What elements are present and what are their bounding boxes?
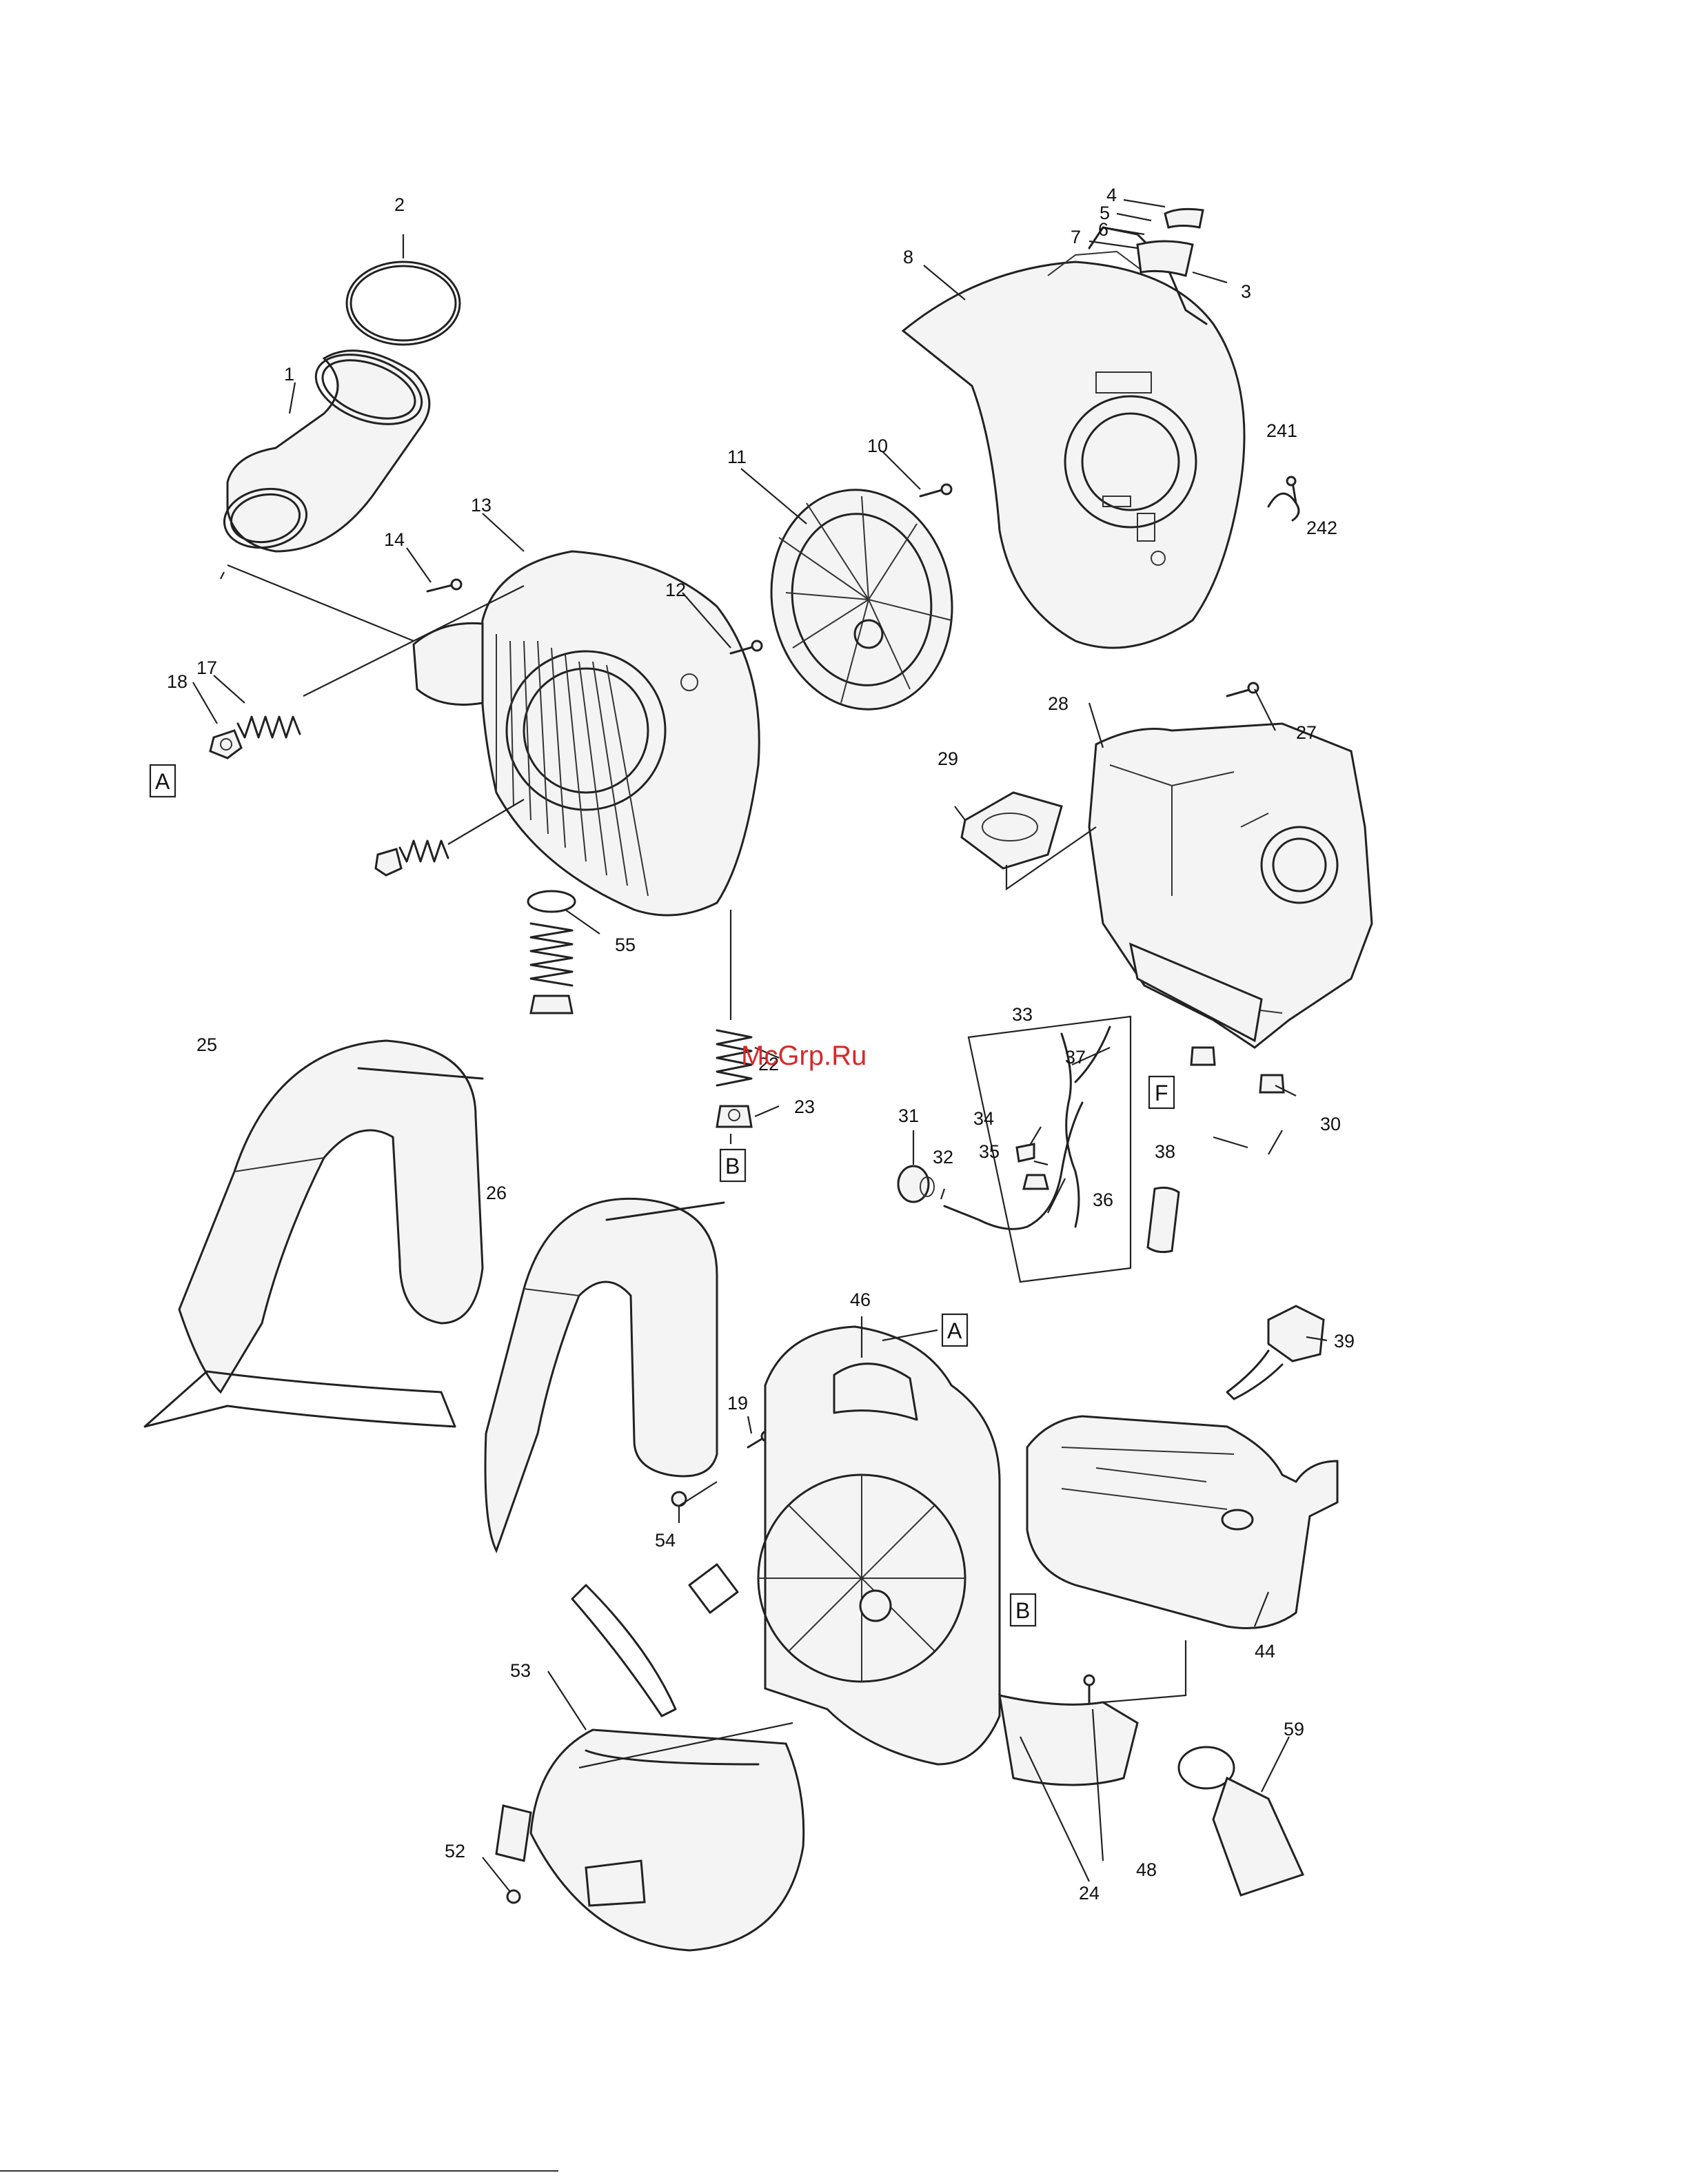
callout-52: 52 [445,1841,465,1861]
callout-59: 59 [1284,1719,1304,1739]
callout-241: 241 [1266,420,1297,441]
callout-44: 44 [1255,1641,1275,1662]
part-fuel-filter-31 [898,1166,934,1202]
callout-23: 23 [794,1096,815,1117]
part-fuel-line-group [944,1017,1131,1282]
callout-25: 25 [196,1034,217,1055]
ref-marker-b: B [1015,1598,1030,1623]
part-fuel-tank [1027,1416,1337,1629]
callout-35: 35 [979,1141,1000,1162]
callout-18: 18 [167,671,188,692]
callout-37: 37 [1065,1047,1086,1068]
callout-6: 6 [1098,219,1108,240]
callout-10: 10 [867,436,888,456]
callout-12: 12 [665,580,686,600]
callout-55: 55 [615,935,636,955]
part-spring-55 [528,891,575,1013]
ref-marker-a: A [155,769,170,794]
callout-242: 242 [1306,518,1337,538]
part-spring-mid [376,841,448,875]
callout-7: 7 [1071,227,1081,247]
ref-marker-b: B [725,1154,740,1178]
callout-32: 32 [933,1147,953,1167]
callout-53: 53 [510,1660,531,1681]
callout-36: 36 [1093,1190,1113,1210]
part-pad-29 [962,793,1062,868]
callout-38: 38 [1155,1141,1175,1162]
watermark-text: McGrp.Ru [741,1041,867,1071]
part-fan-case-front [414,551,759,915]
callout-8: 8 [903,247,913,267]
part-shoulder-strap-25 [145,1041,483,1427]
callout-28: 28 [1048,693,1069,714]
part-elbow-pipe [220,341,432,553]
ref-marker-a: A [947,1318,962,1343]
callout-13: 13 [471,495,492,516]
callout-39: 39 [1334,1331,1355,1351]
callout-2: 2 [394,194,405,215]
callout-17: 17 [196,657,217,678]
callout-26: 26 [486,1183,507,1203]
callout-19: 19 [727,1393,748,1414]
callout-1: 1 [284,364,294,385]
part-waist-belt [496,1730,804,1950]
part-damper-18 [210,731,241,758]
part-spring-17 [238,717,300,737]
callout-33: 33 [1012,1004,1033,1025]
part-o-ring [347,262,460,345]
callout-54: 54 [655,1530,676,1551]
callout-30: 30 [1320,1114,1341,1134]
ref-marker-f: F [1155,1081,1168,1105]
callout-3: 3 [1241,281,1251,302]
callout-34: 34 [973,1108,994,1129]
part-engine-housing [1089,724,1372,1048]
callout-14: 14 [384,529,405,550]
callout-11: 11 [727,447,747,467]
part-tag-59 [1179,1747,1303,1895]
callout-46: 46 [850,1289,871,1310]
callout-24: 24 [1079,1883,1100,1904]
callout-27: 27 [1296,722,1317,743]
part-damper-23 [717,1106,751,1127]
part-fan [754,476,969,724]
part-tube-38 [1148,1187,1179,1252]
callout-48: 48 [1136,1859,1157,1880]
part-shoulder-strap-26 [485,1198,738,1716]
callout-29: 29 [938,748,958,769]
part-grommets-30 [1191,1048,1284,1092]
part-fuel-cap-39 [1227,1306,1324,1399]
callout-31: 31 [898,1105,919,1126]
